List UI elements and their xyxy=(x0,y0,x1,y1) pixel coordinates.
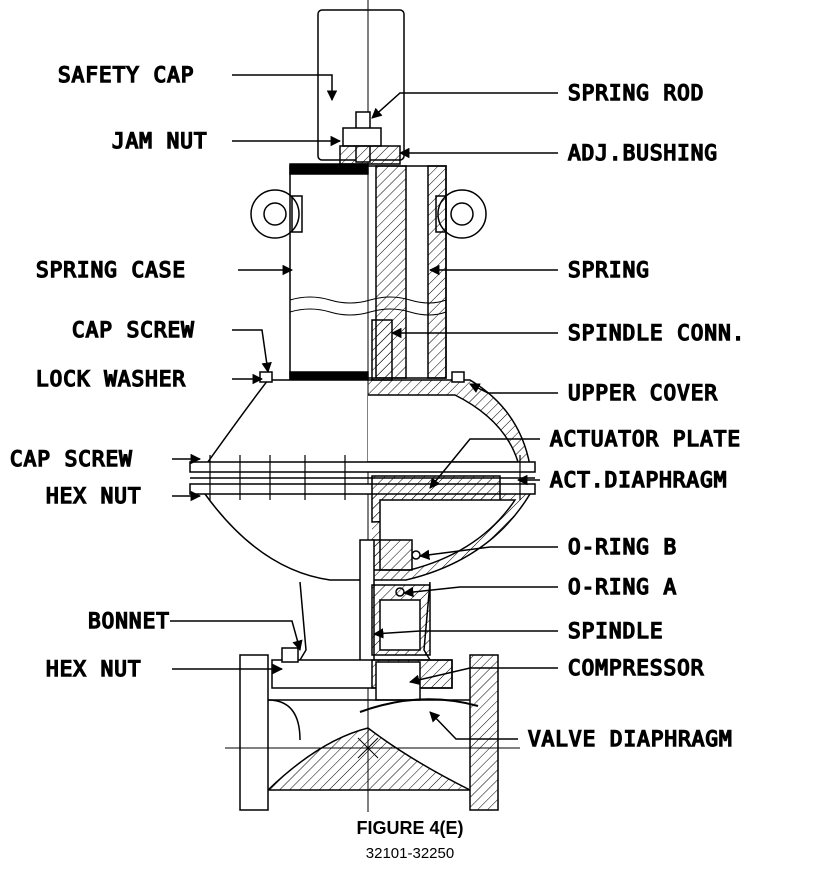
label-spindle-conn: SPINDLE CONN. xyxy=(568,321,745,345)
label-o-ring-b: O-RING B xyxy=(568,535,677,559)
label-bonnet: BONNET xyxy=(88,609,170,633)
label-compressor: COMPRESSOR xyxy=(568,656,704,680)
figure-title: FIGURE 4(E) xyxy=(356,818,464,838)
valve-drawing xyxy=(189,0,536,812)
valve-diaphragm xyxy=(359,698,479,713)
adj-bushing xyxy=(339,145,401,165)
label-lock-washer: LOCK WASHER xyxy=(36,367,186,391)
label-actuator-plate: ACTUATOR PLATE xyxy=(550,427,741,451)
label-hex-nut-lower: HEX NUT xyxy=(46,657,142,681)
actuator-flange xyxy=(189,461,536,473)
valve-body xyxy=(239,654,499,811)
right-labels: SPRING ROD ADJ.BUSHING SPRING SPINDLE CO… xyxy=(371,80,745,752)
label-cap-screw-lower: CAP SCREW xyxy=(10,447,133,471)
spindle-connector xyxy=(371,319,393,381)
label-act-diaphragm: ACT.DIAPHRAGM xyxy=(550,468,727,492)
label-jam-nut: JAM NUT xyxy=(112,129,208,153)
label-o-ring-a: O-RING A xyxy=(568,575,677,599)
jam-nut xyxy=(342,127,382,147)
label-spring: SPRING xyxy=(568,258,650,282)
label-spindle: SPINDLE xyxy=(568,619,664,643)
label-spring-rod: SPRING ROD xyxy=(568,81,704,105)
label-hex-nut-upper: HEX NUT xyxy=(46,484,142,508)
label-spring-case: SPRING CASE xyxy=(36,258,186,282)
label-upper-cover: UPPER COVER xyxy=(568,381,718,405)
label-safety-cap: SAFETY CAP xyxy=(58,63,194,87)
label-cap-screw-upper: CAP SCREW xyxy=(72,318,195,342)
label-valve-diaphragm: VALVE DIAPHRAGM xyxy=(528,727,733,751)
left-labels: SAFETY CAP JAM NUT SPRING CASE CAP SCREW… xyxy=(9,62,342,682)
lifting-eye-right xyxy=(435,189,487,239)
figure-part-range: 32101-32250 xyxy=(365,845,455,862)
lifting-eye-left xyxy=(250,189,303,239)
label-adj-bushing: ADJ.BUSHING xyxy=(568,141,718,165)
lower-hex-nut xyxy=(281,647,299,663)
